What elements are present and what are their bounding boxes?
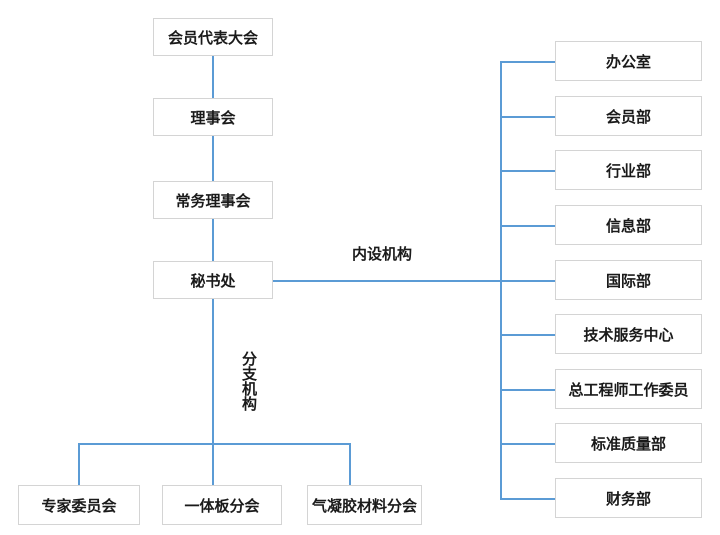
org-node-industry-dept: 行业部 (555, 150, 702, 190)
connector-stub-standards (500, 443, 555, 445)
org-node-standing-council: 常务理事会 (153, 181, 273, 219)
org-node-secretariat: 秘书处 (153, 261, 273, 299)
org-node-membership-dept: 会员部 (555, 96, 702, 136)
connector-branches-horizontal (78, 443, 350, 445)
connector-stub-international (500, 280, 555, 282)
org-node-finance-dept: 财务部 (555, 478, 702, 518)
connector-stub-tech-service (500, 334, 555, 336)
connector-council-to-standing (212, 136, 214, 181)
org-node-aerogel-materials-branch: 气凝胶材料分会 (307, 485, 422, 525)
connector-stub-office (500, 61, 555, 63)
org-node-member-assembly: 会员代表大会 (153, 18, 273, 56)
connector-assembly-to-council (212, 56, 214, 98)
connector-stub-membership (500, 116, 555, 118)
org-node-expert-committee: 专家委员会 (18, 485, 140, 525)
connector-stub-industry (500, 170, 555, 172)
internal-orgs-label: 内设机构 (352, 246, 413, 263)
connector-stub-chief-engineer (500, 389, 555, 391)
org-node-council: 理事会 (153, 98, 273, 136)
connector-stub-finance (500, 498, 555, 500)
org-node-international-dept: 国际部 (555, 260, 702, 300)
org-node-office: 办公室 (555, 41, 702, 81)
branch-orgs-label: 分支机构 (241, 351, 257, 413)
connector-drop-expert-committee (78, 443, 80, 485)
org-node-chief-engineer-committee: 总工程师工作委员 (555, 369, 702, 409)
org-node-integrated-panel-branch: 一体板分会 (162, 485, 282, 525)
org-node-information-dept: 信息部 (555, 205, 702, 245)
connector-standing-to-secretariat (212, 219, 214, 261)
connector-secretariat-to-branches (212, 299, 214, 486)
connector-stub-information (500, 225, 555, 227)
connector-secretariat-to-spine (273, 280, 500, 282)
connector-drop-aerogel-branch (349, 443, 351, 486)
org-node-standards-quality-dept: 标准质量部 (555, 423, 702, 463)
org-node-tech-service-center: 技术服务中心 (555, 314, 702, 354)
